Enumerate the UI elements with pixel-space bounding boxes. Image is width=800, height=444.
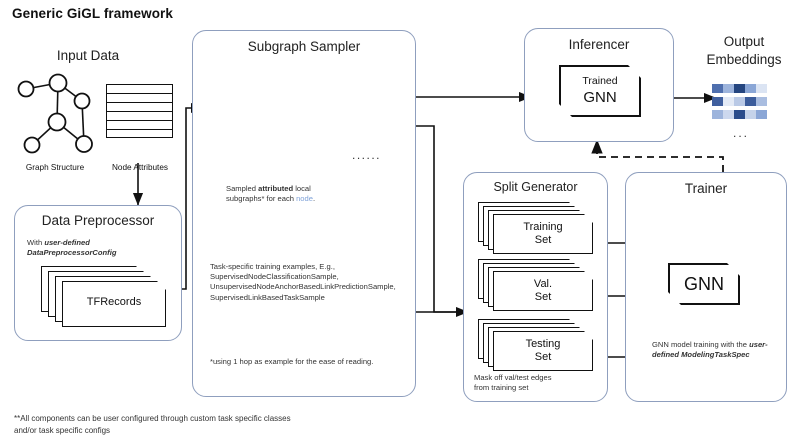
- embedding-row: [712, 97, 767, 106]
- output-embeddings-grid: [712, 84, 772, 124]
- sampler-subgraph-caption: Sampled attributed local subgraphs* for …: [226, 184, 316, 204]
- split-generator-heading: Split Generator: [493, 180, 578, 194]
- output-embeddings-ellipsis: ...: [733, 126, 750, 140]
- embedding-cell: [712, 110, 723, 119]
- embedding-cell: [734, 84, 745, 93]
- data-preprocessor-heading: Data Preprocessor: [41, 213, 155, 228]
- val-set-stack: Val.Set: [478, 259, 596, 311]
- inferencer-heading: Inferencer: [568, 37, 630, 52]
- gnn-shape: GNN: [668, 263, 740, 305]
- embedding-cell: [712, 84, 723, 93]
- node-attributes-table: [106, 84, 173, 138]
- embedding-cell: [745, 97, 756, 106]
- trained-gnn-label-top: Trained: [582, 75, 618, 87]
- graph-structure-edges: [25, 82, 85, 146]
- page-title: Generic GiGL framework: [12, 6, 174, 21]
- graph-structure-label: Graph Structure: [25, 163, 85, 172]
- data-preprocessor-group[interactable]: Data Preprocessor With user-defined Data…: [14, 205, 182, 341]
- subgraph-sampler-group[interactable]: Subgraph Sampler: [192, 30, 416, 397]
- tfrecords-doc-stack: TFRecords: [41, 266, 165, 328]
- embedding-cell: [756, 110, 767, 119]
- embedding-cell: [712, 97, 723, 106]
- trained-gnn-shape: Trained GNN: [559, 65, 641, 117]
- subgraph-sampler-heading: Subgraph Sampler: [247, 39, 361, 54]
- node-attributes-label: Node Attributes: [112, 163, 168, 172]
- embedding-cell: [745, 110, 756, 119]
- trainer-heading: Trainer: [684, 181, 728, 196]
- tfrecords-label: TFRecords: [86, 296, 142, 308]
- trainer-caption: GNN model training with the user-defined…: [652, 340, 768, 360]
- embedding-cell: [756, 84, 767, 93]
- embedding-cell: [723, 84, 734, 93]
- data-preprocessor-caption: With user-defined DataPreprocessorConfig: [27, 238, 117, 258]
- trainer-group[interactable]: Trainer GNN GNN model training with the …: [625, 172, 787, 402]
- inferencer-group[interactable]: Inferencer Trained GNN: [524, 28, 674, 142]
- embedding-row: [712, 110, 767, 119]
- embedding-cell: [745, 84, 756, 93]
- input-data-heading: Input Data: [56, 48, 120, 63]
- embedding-cell: [723, 110, 734, 119]
- embedding-cell: [734, 97, 745, 106]
- sampler-ellipsis: ......: [352, 148, 382, 162]
- embedding-cell: [723, 97, 734, 106]
- gnn-label: GNN: [684, 274, 724, 294]
- arrow-sampler-to-split: [408, 125, 469, 318]
- page-footnote: **All components can be user configured …: [14, 414, 291, 435]
- graph-structure-nodes: [17, 73, 93, 154]
- trained-gnn-label-bottom: GNN: [583, 89, 617, 106]
- embedding-row: [712, 84, 767, 93]
- embedding-cell: [734, 110, 745, 119]
- embedding-cell: [756, 97, 767, 106]
- val-set-label: Val.Set: [533, 278, 553, 303]
- sampler-task-examples: Task-specific training examples, E.g., S…: [210, 262, 396, 302]
- sampler-footnote: *using 1 hop as example for the ease of …: [210, 357, 374, 366]
